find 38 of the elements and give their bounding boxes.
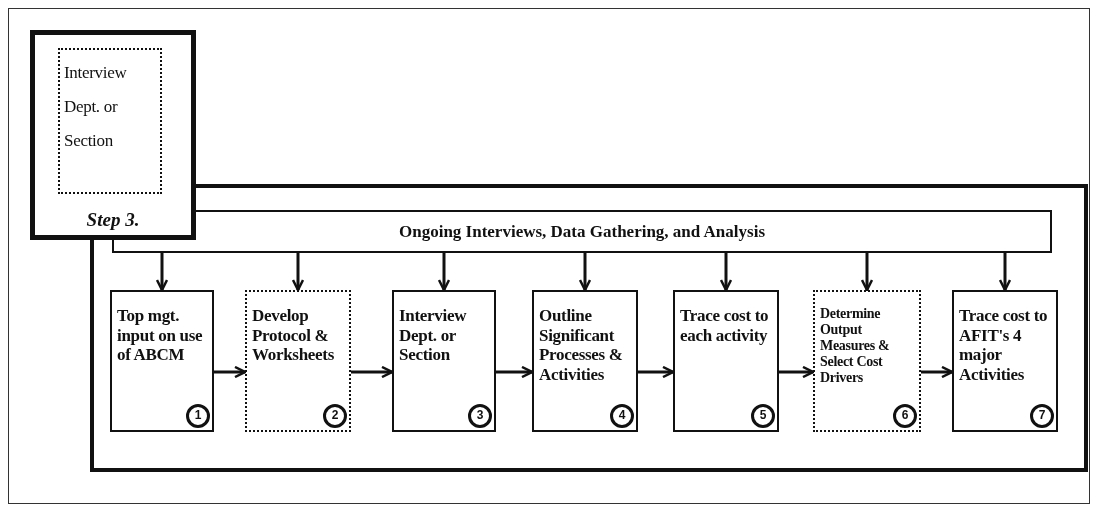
arrow (719, 253, 733, 292)
step-number-circle: 1 (186, 404, 210, 428)
box-label: Top mgt. input on use of ABCM (117, 306, 204, 365)
arrow (638, 365, 675, 379)
step-number-circle: 5 (751, 404, 775, 428)
process-box (110, 290, 214, 432)
arrow (214, 365, 247, 379)
process-box (952, 290, 1058, 432)
box-label: Develop Protocol & Worksheets (252, 306, 335, 365)
arrow (578, 253, 592, 292)
process-box (673, 290, 779, 432)
arrow (291, 253, 305, 292)
box-label: Trace cost to AFIT's 4 major Activities (959, 306, 1049, 385)
process-box (813, 290, 921, 432)
arrow (351, 365, 394, 379)
box-label: Trace cost to each activity (680, 306, 770, 346)
arrow (496, 365, 534, 379)
step-number-circle: 6 (893, 404, 917, 428)
box-label: Determine Output Measures & Select Cost Drivers (820, 306, 891, 387)
process-box (58, 48, 162, 194)
process-box (392, 290, 496, 432)
arrow (779, 365, 815, 379)
box-label: Outline Significant Processes & Activities (539, 306, 624, 385)
process-box (532, 290, 638, 432)
arrow (998, 253, 1012, 292)
step-box (30, 30, 196, 240)
step-number-circle: 3 (468, 404, 492, 428)
arrow (155, 253, 169, 292)
step-number-circle: 7 (1030, 404, 1054, 428)
step-caption: Step 3. (85, 209, 141, 231)
arrow (860, 253, 874, 292)
arrow (437, 253, 451, 292)
arrow (921, 365, 954, 379)
step-number-circle: 2 (323, 404, 347, 428)
process-box (245, 290, 351, 432)
step-number-circle: 4 (610, 404, 634, 428)
box-label: Interview Dept. or Section (64, 62, 128, 152)
box-label: Interview Dept. or Section (399, 306, 468, 365)
